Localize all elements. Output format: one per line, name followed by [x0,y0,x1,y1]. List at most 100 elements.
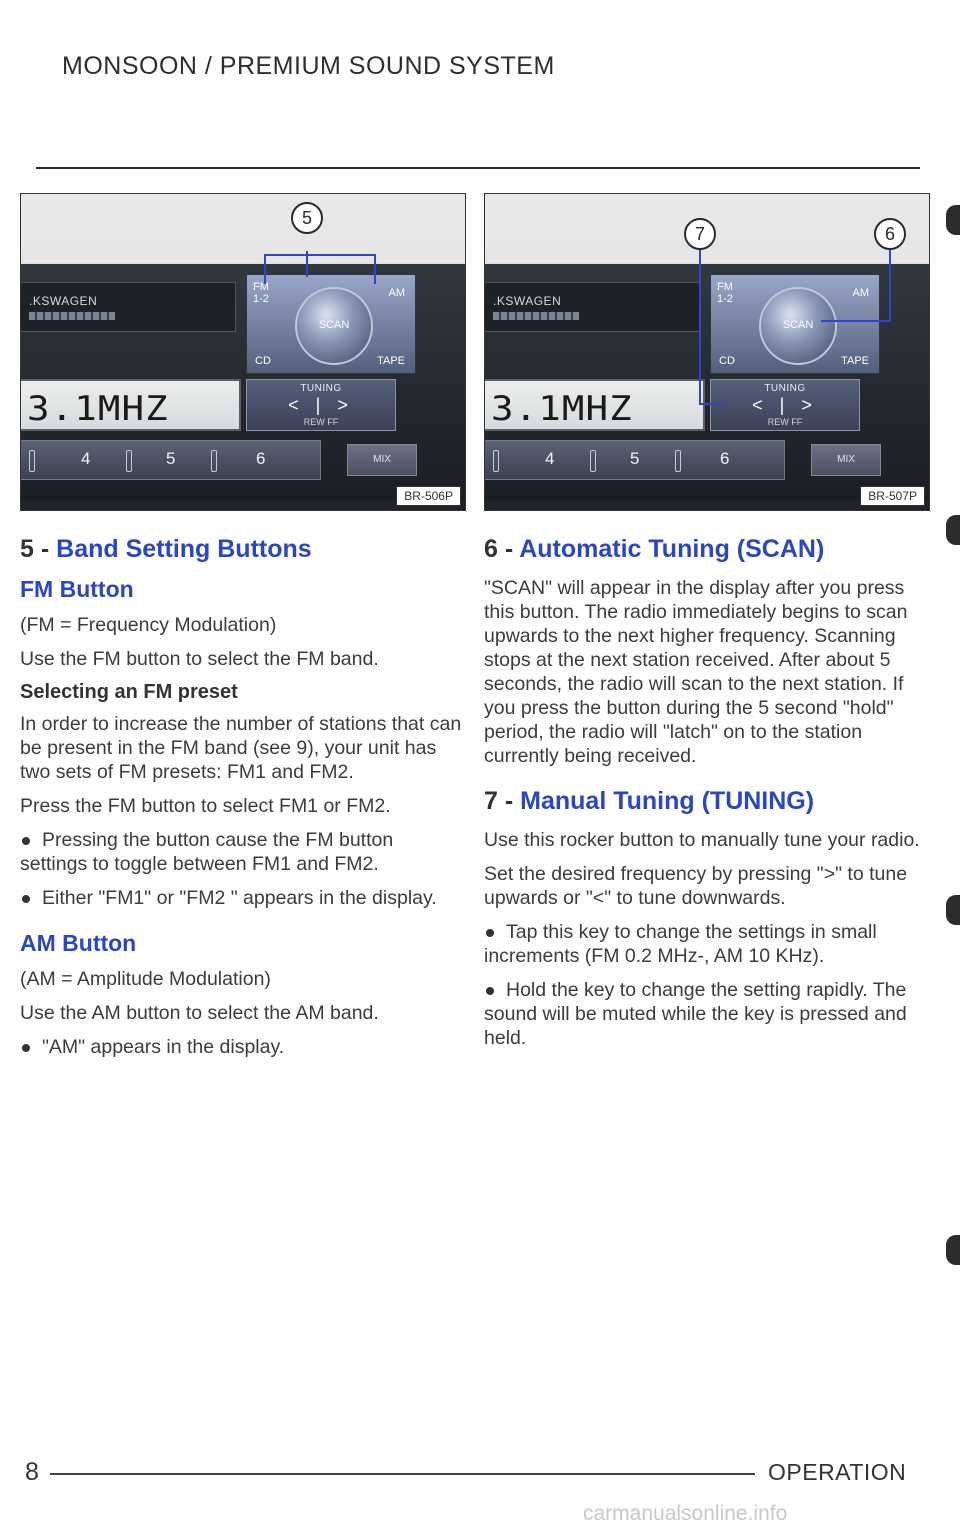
bullet-item: Hold the key to change the setting rapid… [484,978,928,1050]
bullet-item: Pressing the button cause the FM button … [20,828,464,876]
tuning-rocker[interactable]: TUNING < | > REW FF [710,379,860,431]
radio-brand: .KSWAGEN [493,294,562,308]
bullet-text: Pressing the button cause the FM button … [20,829,394,875]
callout-line [821,320,891,322]
section-number: 5 - [20,535,50,563]
callout-5: 5 [291,202,323,234]
preset-button[interactable]: 5 [630,449,640,468]
section-6-heading: 6 - Automatic Tuning (SCAN) [484,534,928,564]
scan-label: SCAN [782,319,814,331]
tape-button[interactable]: TAPE [841,355,869,367]
tuning-arrows: < | > [288,395,354,415]
right-column: 6 - Automatic Tuning (SCAN) "SCAN" will … [484,534,928,1060]
fm-definition: (FM = Frequency Modulation) [20,614,277,636]
section-7-heading: 7 - Manual Tuning (TUNING) [484,786,928,816]
fm-preset-instruction: Press the FM button to select FM1 or FM2… [20,795,391,817]
scan-label: SCAN [318,319,350,331]
callout-line [699,403,723,405]
tuning-intro: Use this rocker button to manually tune … [484,829,920,851]
tape-button[interactable]: TAPE [377,355,405,367]
callout-line [374,254,376,284]
tuning-instruction: Set the desired frequency by pressing ">… [484,863,908,909]
mix-button[interactable]: MIX [347,444,417,476]
radio-display: 3.1MHZ [485,379,705,431]
section-5-heading: 5 - Band Setting Buttons [20,534,464,564]
tuning-arrows: < | > [752,395,818,415]
edge-tab [946,205,960,235]
callout-line [264,254,266,284]
mix-button[interactable]: MIX [811,444,881,476]
watermark: carmanualsonline.info [583,1502,788,1525]
scan-knob[interactable]: SCAN [759,287,837,365]
fm-button-heading: FM Button [20,576,134,602]
display-frequency: 3.1MHZ [27,389,169,429]
preset-divider [211,450,217,472]
bullet-dot [22,895,30,903]
page-number: 8 [25,1458,39,1486]
am-definition: (AM = Amplitude Modulation) [20,968,271,990]
am-usage: Use the AM button to select the AM band. [20,1002,379,1024]
display-frequency: 3.1MHZ [491,389,633,429]
tuning-sub-label: REW FF [303,417,339,427]
tuning-label: TUNING [764,383,806,394]
fm-label: FM [253,281,269,293]
section-title: Band Setting Buttons [56,535,312,563]
left-column: 5 - Band Setting Buttons FM Button (FM =… [20,534,464,1069]
cd-button[interactable]: CD [255,355,271,367]
edge-tab [946,895,960,925]
fm-usage: Use the FM button to select the FM band. [20,648,379,670]
bullet-item: Tap this key to change the settings in s… [484,920,928,968]
callout-line [699,250,701,405]
bullet-dot [486,987,494,995]
preset-divider [590,450,596,472]
tuning-rocker[interactable]: TUNING < | > REW FF [246,379,396,431]
preset-button[interactable]: 4 [81,449,91,468]
bullet-item: Either "FM1" or "FM2 " appears in the di… [20,886,464,910]
bullet-dot [22,837,30,845]
preset-strip: 4 5 6 [485,440,785,480]
footer-section-label: OPERATION [768,1459,907,1485]
am-button[interactable]: AM [388,287,406,299]
fm-preset-heading: Selecting an FM preset [20,681,238,703]
cd-button[interactable]: CD [719,355,735,367]
radio-display: 3.1MHZ [21,379,241,431]
spacer [484,778,928,786]
bullet-dot [22,1044,30,1052]
bullet-item: "AM" appears in the display. [20,1035,464,1059]
preset-button[interactable]: 5 [166,449,176,468]
preset-divider [29,450,35,472]
callout-7: 7 [684,218,716,250]
bullet-text: Tap this key to change the settings in s… [484,921,877,967]
scan-knob[interactable]: SCAN [295,287,373,365]
section-title: Automatic Tuning (SCAN) [519,535,825,563]
callout-line [306,251,308,277]
cassette-slot [485,282,700,332]
preset-button[interactable]: 6 [256,449,266,468]
edge-tab [946,515,960,545]
scan-description: "SCAN" will appear in the display after … [484,577,908,767]
fm-sub-label: 1-2 [717,293,733,305]
edge-tab [946,1235,960,1265]
callout-line [264,254,376,256]
figure-code: BR-507P [860,486,925,506]
brand-strip [29,312,115,320]
fm-sub-label: 1-2 [253,293,269,305]
spacer [20,920,464,928]
am-button-heading: AM Button [20,930,137,956]
preset-divider [675,450,681,472]
header-rule [36,167,920,169]
preset-button[interactable]: 4 [545,449,555,468]
am-button[interactable]: AM [852,287,870,299]
preset-button[interactable]: 6 [720,449,730,468]
cassette-slot [21,282,236,332]
bullet-dot [486,929,494,937]
tuning-label: TUNING [300,383,342,394]
preset-divider [493,450,499,472]
